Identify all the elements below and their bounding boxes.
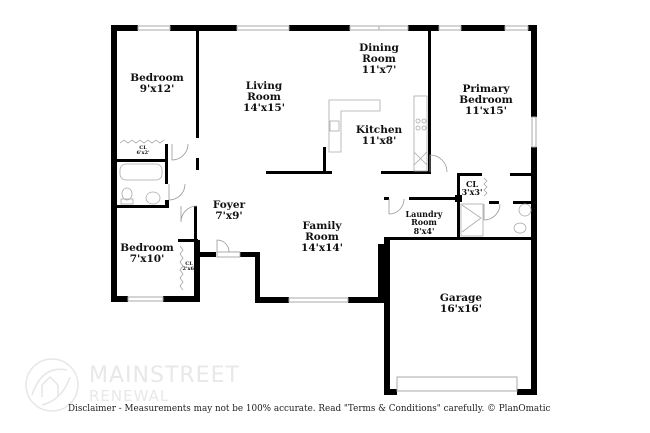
room-name: Garage — [439, 292, 483, 304]
room-name-line1: Primary — [462, 83, 510, 95]
interior-walls — [117, 31, 531, 246]
room-label-closet-primary: CL 3'x3' — [462, 180, 483, 197]
room-name: Kitchen — [355, 124, 403, 136]
room-name-line1: Family — [302, 220, 342, 232]
closet-bifolds — [119, 139, 488, 291]
room-dimensions: 2'x6' — [182, 266, 196, 273]
room-label-living-room: Living Room 14'x15' — [243, 80, 285, 115]
room-dimensions: 8'x4' — [413, 225, 435, 236]
logo-swirl-icon — [25, 358, 79, 412]
room-name: CL — [185, 261, 193, 267]
room-label-family-room: Family Room 14'x14' — [301, 220, 343, 255]
room-name: CL — [139, 145, 147, 151]
room-label-dining-room: Dining Room 11'x7' — [359, 42, 399, 77]
windows — [127, 25, 537, 392]
room-name-line2: Room — [411, 217, 437, 228]
room-label-closet-bedroom-3: CL 2'x6' — [182, 261, 196, 273]
room-name-line1: Living — [245, 80, 283, 92]
logo-text-mainstreet: MAINSTREET — [89, 363, 240, 388]
room-dimensions: 14'x14' — [301, 242, 343, 255]
room-dimensions: 11'x7' — [361, 64, 397, 77]
room-label-primary-bedroom: Primary Bedroom 11'x15' — [459, 83, 513, 118]
room-dimensions: 16'x16' — [440, 303, 482, 316]
room-dimensions: 7'x10' — [129, 253, 165, 266]
room-dimensions: 14'x15' — [243, 102, 285, 115]
exterior-walls — [111, 25, 537, 395]
room-dimensions: 7'x9' — [215, 210, 243, 223]
doors — [168, 143, 501, 258]
room-name-line2: Room — [362, 53, 396, 66]
room-name-line2: Room — [247, 91, 281, 104]
fixtures — [119, 95, 532, 237]
room-label-laundry-room: Laundry Room 8'x4' — [405, 209, 443, 236]
room-label-bedroom-2: Bedroom 9'x12' — [130, 72, 184, 96]
room-name: Bedroom — [120, 242, 174, 254]
room-name: Foyer — [212, 199, 246, 211]
room-dimensions: 6'x2' — [136, 150, 150, 157]
room-label-bedroom-3: Bedroom 7'x10' — [120, 242, 174, 266]
room-name: CL — [466, 179, 478, 189]
disclaimer-text: Disclaimer - Measurements may not be 100… — [68, 404, 551, 414]
room-dimensions: 11'x15' — [465, 105, 507, 118]
room-label-foyer: Foyer 7'x9' — [212, 199, 246, 223]
mainstreet-renewal-logo: MAINSTREET RENEWAL — [22, 355, 252, 415]
logo-text-renewal: RENEWAL — [89, 387, 170, 405]
room-dimensions: 11'x8' — [361, 135, 397, 148]
room-name-line1: Laundry — [405, 209, 443, 219]
room-name-line1: Dining — [359, 42, 399, 54]
room-name-line2: Bedroom — [459, 94, 513, 107]
room-label-closet-bedroom-2: CL 6'x2' — [136, 145, 150, 157]
room-label-kitchen: Kitchen 11'x8' — [355, 124, 403, 148]
room-name-line2: Room — [305, 231, 339, 244]
room-name: Bedroom — [130, 72, 184, 84]
room-dimensions: 3'x3' — [461, 187, 483, 198]
room-label-garage: Garage 16'x16' — [439, 292, 483, 316]
room-dimensions: 9'x12' — [139, 83, 175, 96]
